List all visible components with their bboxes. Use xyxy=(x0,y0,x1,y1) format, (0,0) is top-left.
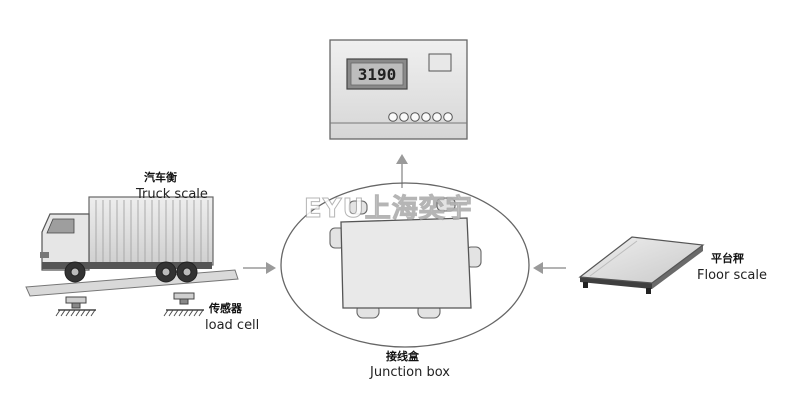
indicator-keypad xyxy=(388,112,453,122)
load-cell-left xyxy=(55,296,96,317)
indicator-side-window xyxy=(428,53,452,72)
floor-scale xyxy=(578,236,705,294)
junction-box-label-cn: 接线盒 xyxy=(386,350,419,363)
arrow-from-truck-scale xyxy=(243,262,276,274)
truck-scale-label-cn: 汽车衡 xyxy=(144,171,177,184)
load-cell-right xyxy=(163,292,204,317)
indicator-readout: 3190 xyxy=(358,65,397,84)
junction-box-outline xyxy=(280,182,530,348)
load-cell-label-cn: 传感器 xyxy=(209,302,242,315)
watermark: EYU上海奕宇 xyxy=(304,194,473,224)
junction-box xyxy=(280,182,530,348)
load-cell-label-en: load cell xyxy=(205,318,260,333)
arrow-from-floor-scale xyxy=(533,262,566,274)
truck-scale xyxy=(25,196,239,297)
truck-scale-label-en: Truck scale xyxy=(136,187,208,202)
floor-scale-label-en: Floor scale xyxy=(697,268,767,283)
weighing-indicator: 3190 xyxy=(329,39,468,140)
floor-scale-label-cn: 平台秤 xyxy=(711,252,744,265)
junction-box-label-en: Junction box xyxy=(370,365,450,380)
